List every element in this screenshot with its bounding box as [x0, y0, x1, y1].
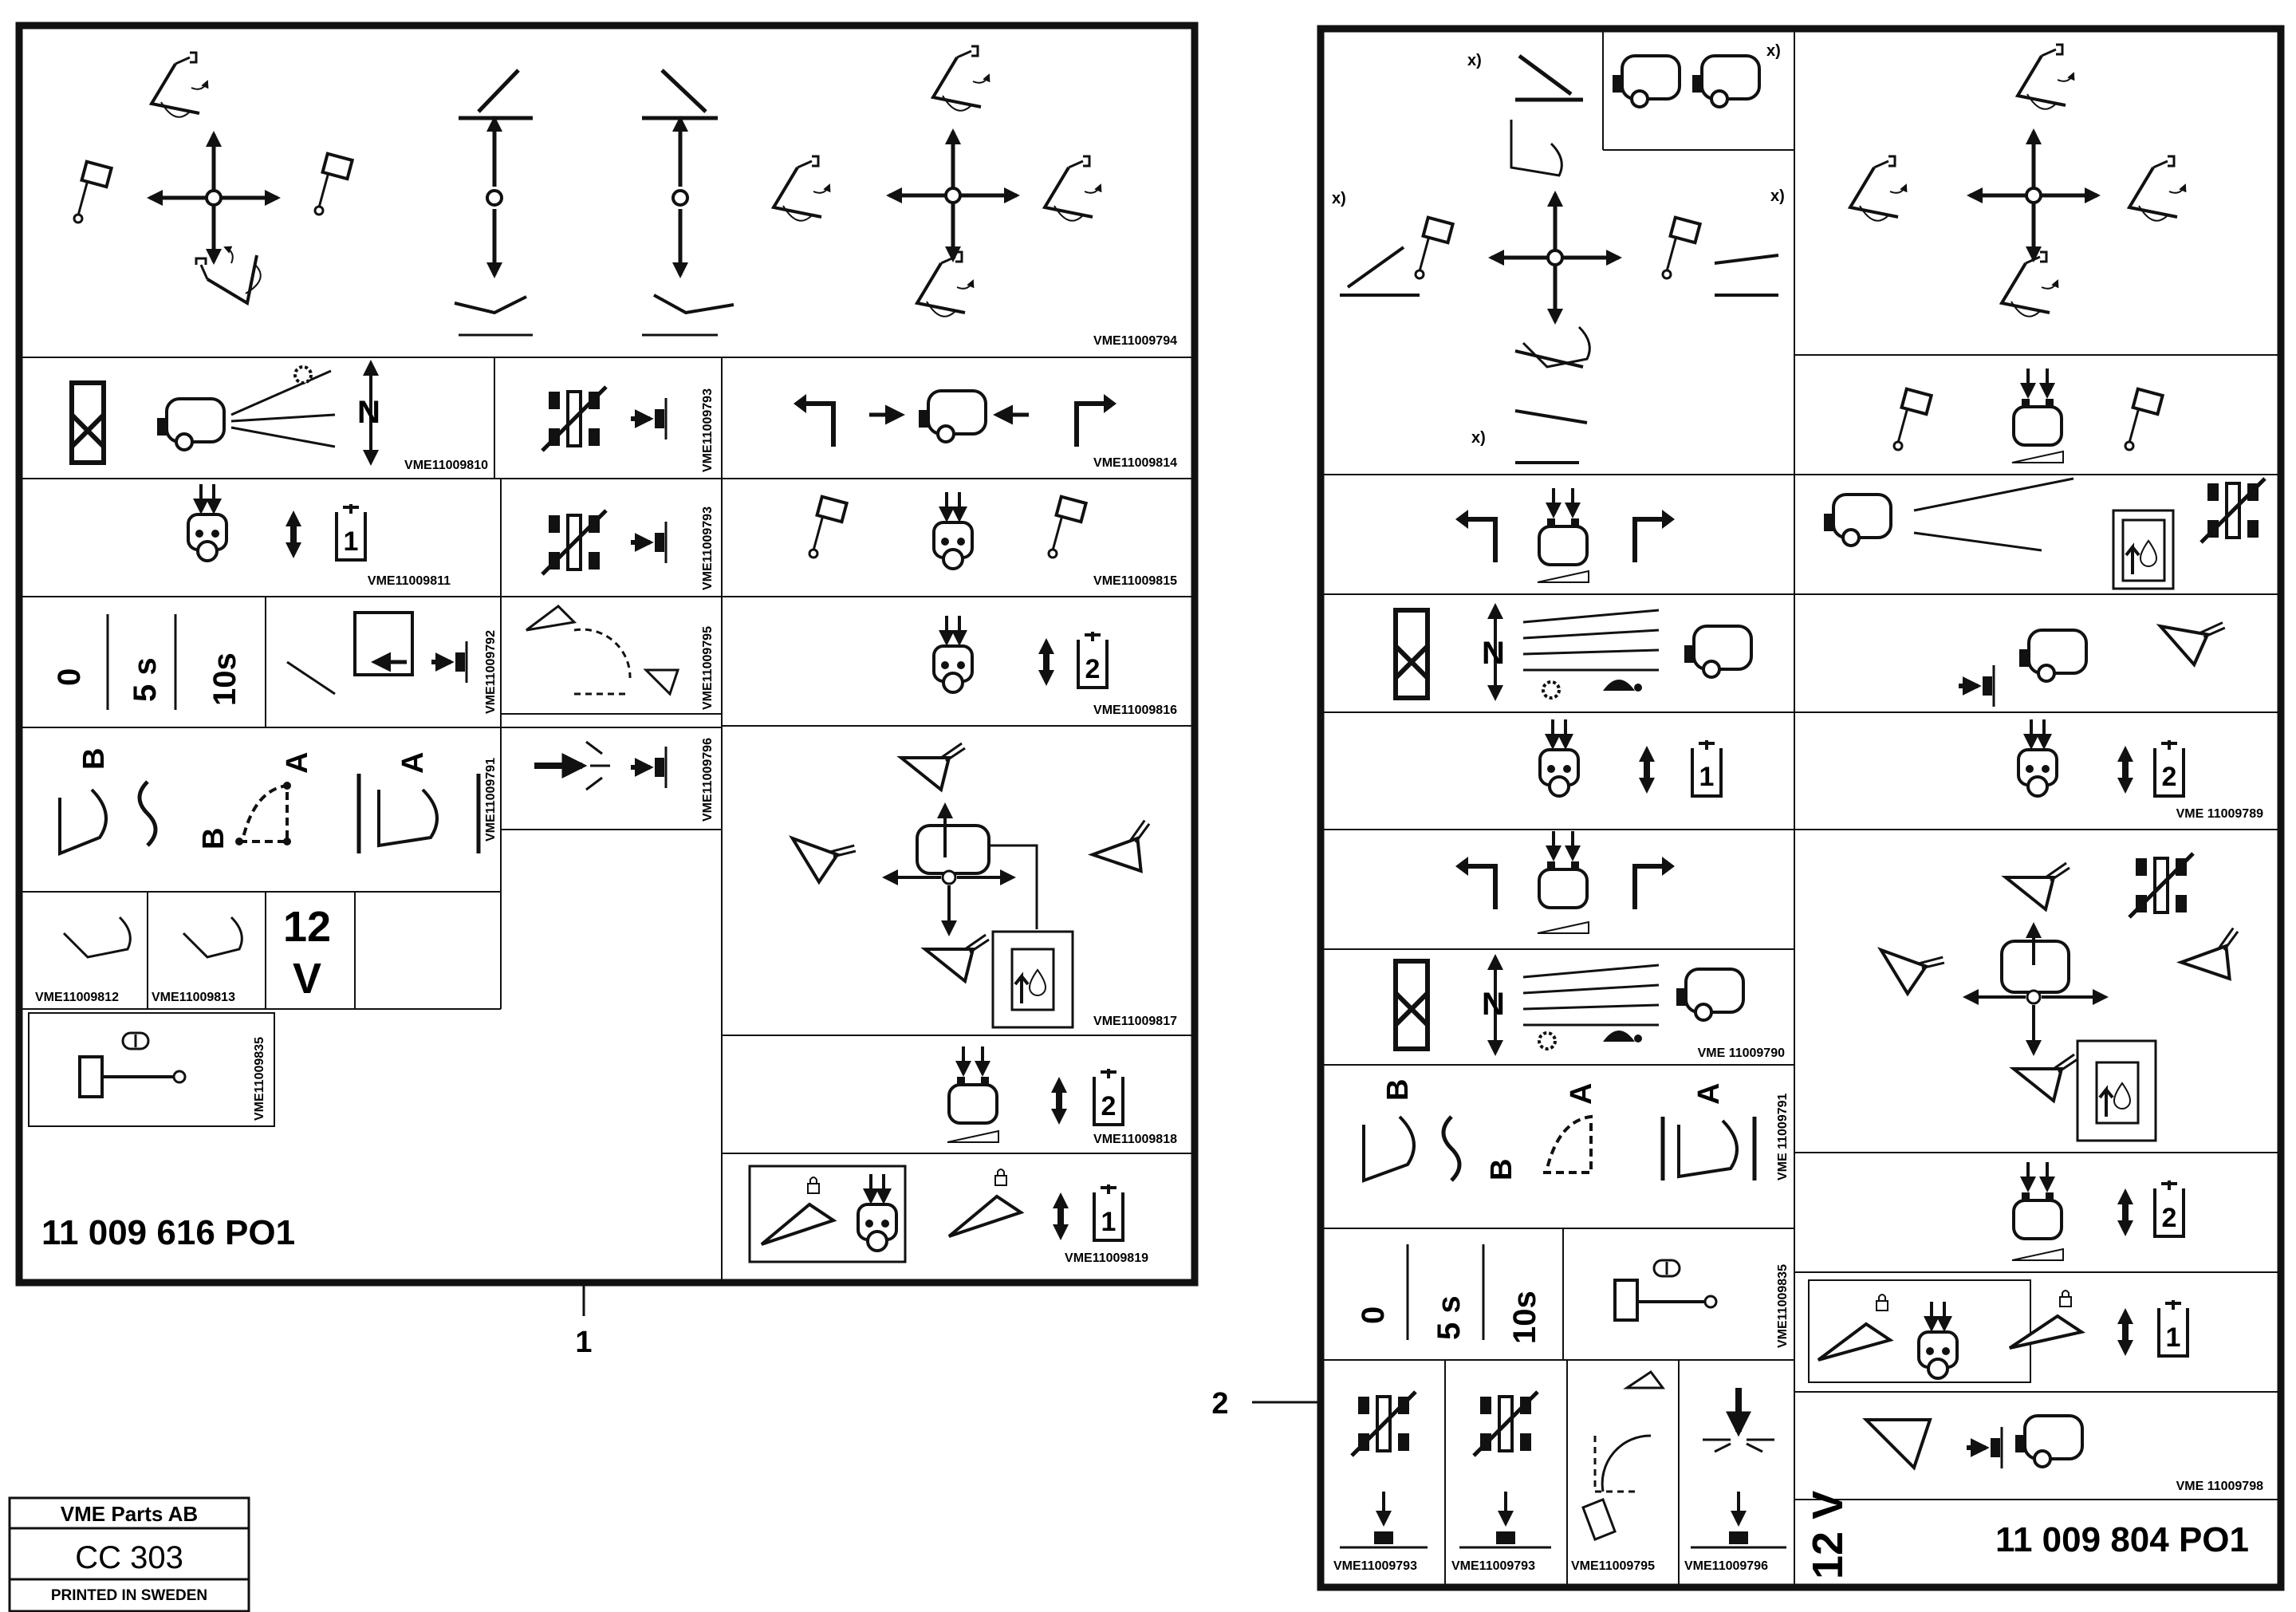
- letter-a: A: [281, 752, 314, 774]
- xmark-4: x): [1770, 187, 1785, 205]
- s2-letter-n2: N: [1482, 987, 1505, 1022]
- decal-speed-control: [69, 360, 379, 466]
- letter-b: B: [77, 748, 111, 770]
- s2-label-9793b: VME11009793: [1451, 1559, 1535, 1573]
- s2-label-9790: VME 11009790: [1698, 1046, 1786, 1060]
- decal-float-position: [526, 605, 680, 696]
- timer-0: 0: [52, 668, 87, 686]
- s2-label-9835: VME11009835: [1776, 1264, 1790, 1348]
- callout-1: 1: [575, 1326, 592, 1359]
- label-9792: VME11009792: [484, 630, 498, 714]
- xmark-5: x): [1471, 429, 1486, 447]
- label-9811: VME11009811: [368, 574, 451, 588]
- letter-a2: A: [396, 752, 430, 774]
- s2-jug-1b: 1: [2166, 1322, 2181, 1353]
- voltage-12: 12: [283, 903, 331, 951]
- xmark-2: x): [1766, 42, 1781, 60]
- decal-small-2: [182, 916, 243, 959]
- label-9819: VME11009819: [1065, 1251, 1148, 1265]
- label-9794: VME11009794: [1093, 334, 1177, 348]
- s2-decal-bucket-control: [1868, 853, 2254, 1142]
- s2-decal-tool-axle: [1822, 479, 2265, 590]
- xmark-1: x): [1467, 52, 1482, 69]
- decal-rotate-ctrl: [78, 1031, 187, 1098]
- decal-bucket-control: [779, 742, 1165, 1029]
- s2-timer-0: 0: [1356, 1307, 1391, 1324]
- s2-letter-a: A: [1565, 1083, 1598, 1105]
- s2-decal-lock-attachment: [1817, 1290, 2189, 1378]
- s2-decal-speed-control: [1393, 603, 1753, 701]
- jug-2: 2: [1085, 654, 1101, 684]
- label-9814: VME11009814: [1093, 456, 1177, 470]
- letter-b2: B: [197, 828, 230, 849]
- decal-lock-attachment: [748, 1165, 1124, 1263]
- decal-timer: [106, 614, 177, 710]
- label-9793a: VME11009793: [701, 388, 715, 472]
- s2-label-9796: VME11009796: [1684, 1559, 1768, 1573]
- s2-jug-1: 1: [1699, 762, 1715, 792]
- xmark-3: x): [1332, 190, 1346, 207]
- s2-label-9789: VME 11009789: [2176, 807, 2264, 821]
- decal-sheet-2: x) x) x) x) x) VME 11009789 VME 11009790…: [1211, 25, 2285, 1591]
- part-number-1: 11 009 616 PO1: [41, 1213, 295, 1252]
- s2-label-9793a: VME11009793: [1333, 1559, 1417, 1573]
- s2-timer-5s: 5 s: [1432, 1295, 1467, 1340]
- title-block: VME Parts AB CC 303 PRINTED IN SWEDEN: [8, 1496, 250, 1612]
- s2-decal-boom-offset: [1362, 1114, 1757, 1183]
- s2-jug-2b: 2: [2162, 1203, 2177, 1233]
- label-9813: VME11009813: [152, 991, 235, 1004]
- label-9793b: VME11009793: [701, 506, 715, 590]
- s2-decal-axle-lock-a: [1340, 1392, 1428, 1549]
- s2-decal-float: [1581, 1370, 1665, 1541]
- s2-label-9795: VME11009795: [1571, 1559, 1655, 1573]
- jug-2b: 2: [1101, 1091, 1116, 1121]
- timer-5s: 5 s: [128, 657, 163, 702]
- label-9791: VME11009791: [484, 758, 498, 841]
- s2-letter-a2: A: [1692, 1083, 1726, 1105]
- label-9815: VME11009815: [1093, 574, 1177, 588]
- decal-quickfit: [286, 611, 467, 696]
- printed-in: PRINTED IN SWEDEN: [51, 1587, 207, 1604]
- label-9796: VME11009796: [701, 738, 715, 822]
- label-9810: VME11009810: [404, 459, 488, 472]
- decal-small-1: [62, 916, 132, 959]
- label-9816: VME11009816: [1093, 704, 1177, 717]
- label-9817: VME11009817: [1093, 1015, 1177, 1028]
- s2-label-9798: VME 11009798: [2176, 1480, 2264, 1493]
- s2-decal-speed-control-2: [1393, 954, 1745, 1056]
- voltage-v: V: [293, 955, 321, 1003]
- label-9835: VME11009835: [253, 1037, 266, 1121]
- lever-pattern-boom: [454, 69, 734, 337]
- s2-jug-2: 2: [2162, 762, 2177, 792]
- s2-decal-hammer: [1691, 1388, 1786, 1549]
- label-9812: VME11009812: [35, 991, 119, 1004]
- label-9818: VME11009818: [1093, 1133, 1177, 1146]
- s2-timer-10s: 10s: [1507, 1291, 1542, 1344]
- decal-sheet-1: VME11009794 VME11009810 VME11009793 VME1…: [15, 22, 1199, 1359]
- timer-10s: 10s: [207, 652, 242, 706]
- s2-voltage: 12 V: [1804, 1491, 1852, 1579]
- s2-letter-b2: B: [1485, 1159, 1518, 1180]
- decal-boom-offset: [58, 774, 481, 856]
- decal-turn-steering: [794, 389, 1116, 447]
- label-9795: VME11009795: [701, 626, 715, 710]
- drawing-code: CC 303: [75, 1540, 183, 1575]
- s2-letter-n: N: [1482, 636, 1505, 671]
- company-name: VME Parts AB: [61, 1502, 198, 1526]
- s2-decal-timer: [1406, 1244, 1485, 1340]
- decal-hammer: [534, 740, 666, 791]
- part-number-2: 11 009 804 PO1: [1995, 1520, 2249, 1559]
- s2-decal-bucket-pedal-2: [1862, 1414, 2084, 1468]
- s2-letter-b: B: [1381, 1079, 1415, 1101]
- s2-label-9791: VME 11009791: [1776, 1093, 1790, 1180]
- s2-lever-pattern-combined: [1340, 53, 1779, 464]
- callout-2: 2: [1211, 1387, 1228, 1421]
- letter-n: N: [357, 395, 380, 430]
- s2-decal-axle-lock-b: [1459, 1392, 1551, 1549]
- jug-1b: 1: [1101, 1207, 1116, 1237]
- s2-decal-rotate-ctrl: [1613, 1259, 1718, 1322]
- jug-1: 1: [344, 526, 359, 557]
